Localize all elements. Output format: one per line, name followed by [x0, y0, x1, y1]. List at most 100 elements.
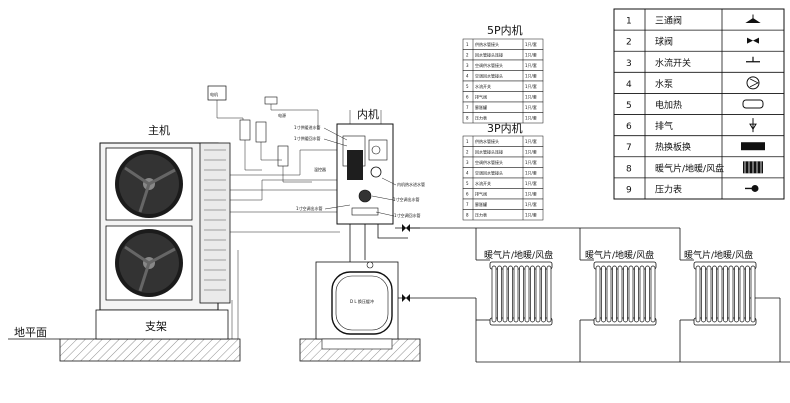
stand-label: 支架	[145, 320, 167, 333]
spec-row-unit: 1只/套	[525, 73, 537, 79]
legend-name: 水泵	[655, 78, 673, 90]
three-way-valve-icon	[745, 14, 761, 24]
callout-1: 1寸供暖进水管	[294, 124, 321, 130]
pressure-gauge-icon	[745, 184, 759, 192]
spec-row-num: 1	[466, 42, 469, 47]
flow-switch-icon	[746, 56, 760, 63]
spec-row-num: 6	[466, 192, 469, 197]
spec-row-desc: 空调回水管接头	[475, 170, 503, 176]
spec-row-unit: 1只/套	[525, 149, 537, 155]
radiator-fin	[650, 265, 656, 323]
radiator-fin	[524, 265, 530, 323]
radiator-fin	[601, 265, 606, 323]
spec-row-unit: 1只/套	[525, 83, 537, 89]
spec-row-unit: 1只/套	[525, 62, 537, 68]
plate-heat-exchanger-icon	[347, 150, 363, 180]
radiator-fin	[513, 265, 519, 323]
radiator-icon	[743, 161, 763, 174]
legend-num: 7	[626, 143, 632, 153]
plate-heat-exchanger-icon	[741, 142, 765, 151]
spec-row-num: 4	[466, 171, 469, 176]
spec-row-unit: 1只/套	[525, 41, 537, 47]
spec-row-num: 8	[466, 213, 469, 218]
spec-row-unit: 1只/套	[525, 191, 537, 197]
ball-valve-icon-2	[402, 294, 410, 302]
spec-row-unit: 1只/套	[525, 104, 537, 110]
ground-label: 地平面	[14, 326, 47, 339]
main-unit-label: 主机	[148, 123, 170, 137]
spec-row-desc: 膨胀罐	[475, 104, 487, 110]
spec-row-num: 2	[466, 150, 469, 155]
tank-label: D L 换压缓冲	[350, 298, 374, 304]
radiator-fin	[728, 265, 734, 323]
legend-name: 三通阀	[655, 16, 682, 27]
callout-3: 内机热水进水管	[397, 181, 425, 187]
spec-row-desc: 压力表	[475, 115, 487, 121]
spec-row-desc: 水流开关	[475, 83, 491, 89]
radiator-fin	[628, 265, 634, 323]
legend-num: 3	[626, 59, 632, 69]
spec-row-unit: 1只/套	[525, 212, 537, 218]
spec-row-num: 6	[466, 95, 469, 100]
legend-num: 8	[626, 164, 632, 174]
spec-row-num: 7	[466, 202, 469, 207]
radiator-fin	[634, 265, 639, 323]
wire-label: 电源	[278, 112, 286, 118]
radiator-fin	[595, 265, 601, 323]
radiator-fin	[745, 265, 750, 323]
radiator-fin	[723, 265, 728, 323]
spec-row-desc: 水流开关	[475, 180, 491, 186]
spec-row-desc: 回水管接头连接	[475, 52, 503, 58]
piping	[349, 224, 790, 363]
spec-row-desc: 排气阀	[475, 94, 487, 100]
radiator-fin	[519, 265, 524, 323]
indoor-unit-label: 内机	[357, 107, 379, 121]
radiator-fin	[491, 265, 497, 323]
water-pump-icon	[370, 166, 382, 178]
control-wiring: 电机 电源	[207, 85, 340, 339]
radiator-fin	[734, 265, 739, 323]
legend-num: 9	[626, 185, 632, 195]
power-box-label: 电机	[210, 91, 218, 97]
main-unit: 主机 支架	[95, 123, 231, 340]
radiator-fin	[546, 265, 552, 323]
radiator-fin	[706, 265, 712, 323]
radiator-fin	[606, 265, 612, 323]
legend-name: 电加热	[655, 99, 682, 111]
legend-num: 2	[626, 38, 632, 48]
spec-row-num: 5	[466, 181, 469, 186]
legend-name: 排气	[655, 120, 673, 132]
spec-row-unit: 1只/套	[525, 52, 537, 58]
radiator-fin	[750, 265, 756, 323]
radiator-fin	[508, 265, 513, 323]
spec-row-num: 5	[466, 84, 469, 89]
indoor-unit: 内机	[336, 107, 394, 225]
legend-num: 1	[626, 17, 632, 27]
radiator-1: 暖气片/地暖/风盘	[484, 249, 553, 326]
radiator-label-3: 暖气片/地暖/风盘	[684, 249, 753, 261]
air-vent-icon	[749, 118, 757, 133]
radiator-fin	[701, 265, 706, 323]
spec-row-desc: 空调回水管接头	[475, 73, 503, 79]
legend-name: 热换板换	[655, 141, 691, 153]
radiator-fin	[535, 265, 541, 323]
spec-table-3p-title: 3P内机	[487, 121, 523, 135]
radiator-fin	[541, 265, 546, 323]
spec-row-desc: 排气阀	[475, 191, 487, 197]
radiator-fin	[695, 265, 701, 323]
spec-row-desc: 空调供水管接头	[475, 62, 503, 68]
legend-num: 5	[626, 101, 632, 111]
legend-num: 4	[626, 80, 632, 90]
spec-row-num: 3	[466, 63, 469, 68]
spec-row-desc: 供热水管接头	[475, 138, 499, 144]
spec-row-num: 8	[466, 116, 469, 121]
spec-row-unit: 1只/套	[525, 170, 537, 176]
spec-row-unit: 1只/套	[525, 201, 537, 207]
legend-name: 暖气片/地暖/风盘	[655, 162, 724, 174]
radiator-fin	[717, 265, 723, 323]
spec-row-num: 7	[466, 105, 469, 110]
ball-valve-icon	[402, 224, 410, 232]
